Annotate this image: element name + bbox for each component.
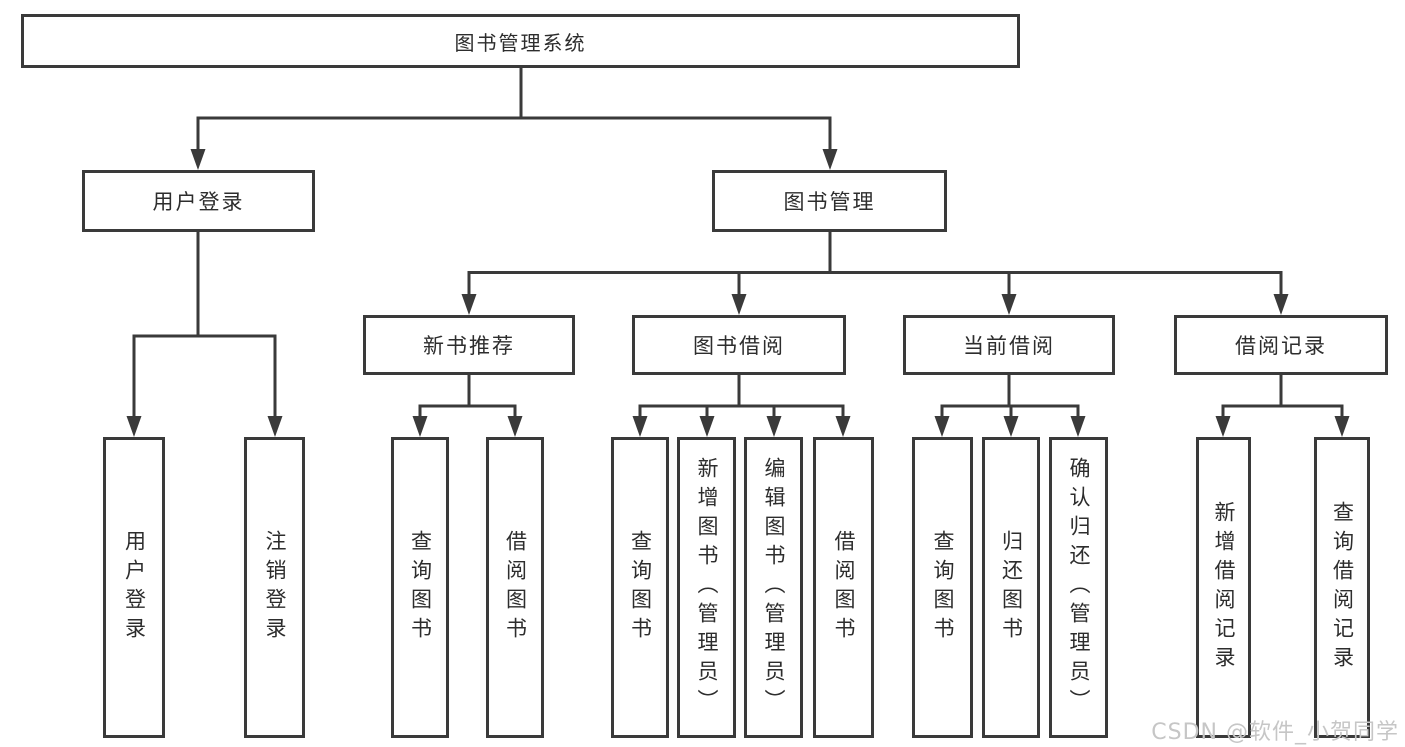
node-label: 确认归还（管理员）: [1067, 457, 1091, 718]
node-label: 查询图书: [408, 529, 433, 646]
node-borrowing-records: 借阅记录: [1174, 315, 1388, 375]
csdn-watermark: CSDN @软件_小贺同学: [1151, 720, 1399, 745]
node-label: 图书管理: [783, 190, 876, 214]
node-label: 注销登录: [263, 529, 287, 646]
leaf-br-add-record: 新增借阅记录: [1196, 437, 1251, 738]
node-label: 用户登录: [122, 529, 147, 646]
node-label: 查询图书: [628, 529, 653, 646]
node-label: 新增借阅记录: [1212, 500, 1236, 675]
leaf-bb-add-books-admin: 新增图书（管理员）: [677, 437, 736, 738]
leaf-br-query-record: 查询借阅记录: [1314, 437, 1370, 738]
node-label: 查询图书: [931, 529, 955, 646]
node-label: 查询借阅记录: [1330, 500, 1355, 675]
leaf-cb-query-books: 查询图书: [912, 437, 973, 738]
node-label: 新增图书（管理员）: [695, 457, 719, 718]
node-label: 图书管理系统: [454, 30, 587, 55]
node-book-management: 图书管理: [712, 170, 947, 232]
arrowheads: [126, 149, 1350, 437]
node-library-management-system: 图书管理系统: [21, 14, 1020, 68]
leaf-bb-edit-books-admin: 编辑图书（管理员）: [744, 437, 803, 738]
node-label: 借阅图书: [503, 529, 528, 646]
node-label: 借阅图书: [832, 529, 856, 646]
leaf-bb-borrow-books: 借阅图书: [813, 437, 874, 738]
node-label: 用户登录: [152, 190, 245, 214]
node-new-book-recommend: 新书推荐: [363, 315, 575, 375]
leaf-bb-query-books: 查询图书: [611, 437, 669, 738]
node-label: 当前借阅: [963, 334, 1055, 358]
node-book-borrowing: 图书借阅: [632, 315, 846, 375]
leaf-nbr-query-books: 查询图书: [391, 437, 449, 738]
leaf-cb-confirm-return-admin: 确认归还（管理员）: [1049, 437, 1108, 738]
leaf-cb-return-books: 归还图书: [982, 437, 1040, 738]
node-label: 图书借阅: [693, 334, 785, 358]
leaf-user-login: 用户登录: [103, 437, 165, 738]
node-label: 编辑图书（管理员）: [762, 457, 786, 718]
node-label: 新书推荐: [423, 334, 515, 358]
node-label: 借阅记录: [1235, 334, 1327, 358]
node-label: 归还图书: [999, 529, 1024, 646]
leaf-logout-login: 注销登录: [244, 437, 305, 738]
node-current-borrowing: 当前借阅: [903, 315, 1115, 375]
node-user-login: 用户登录: [82, 170, 315, 232]
leaf-nbr-borrow-books: 借阅图书: [486, 437, 544, 738]
